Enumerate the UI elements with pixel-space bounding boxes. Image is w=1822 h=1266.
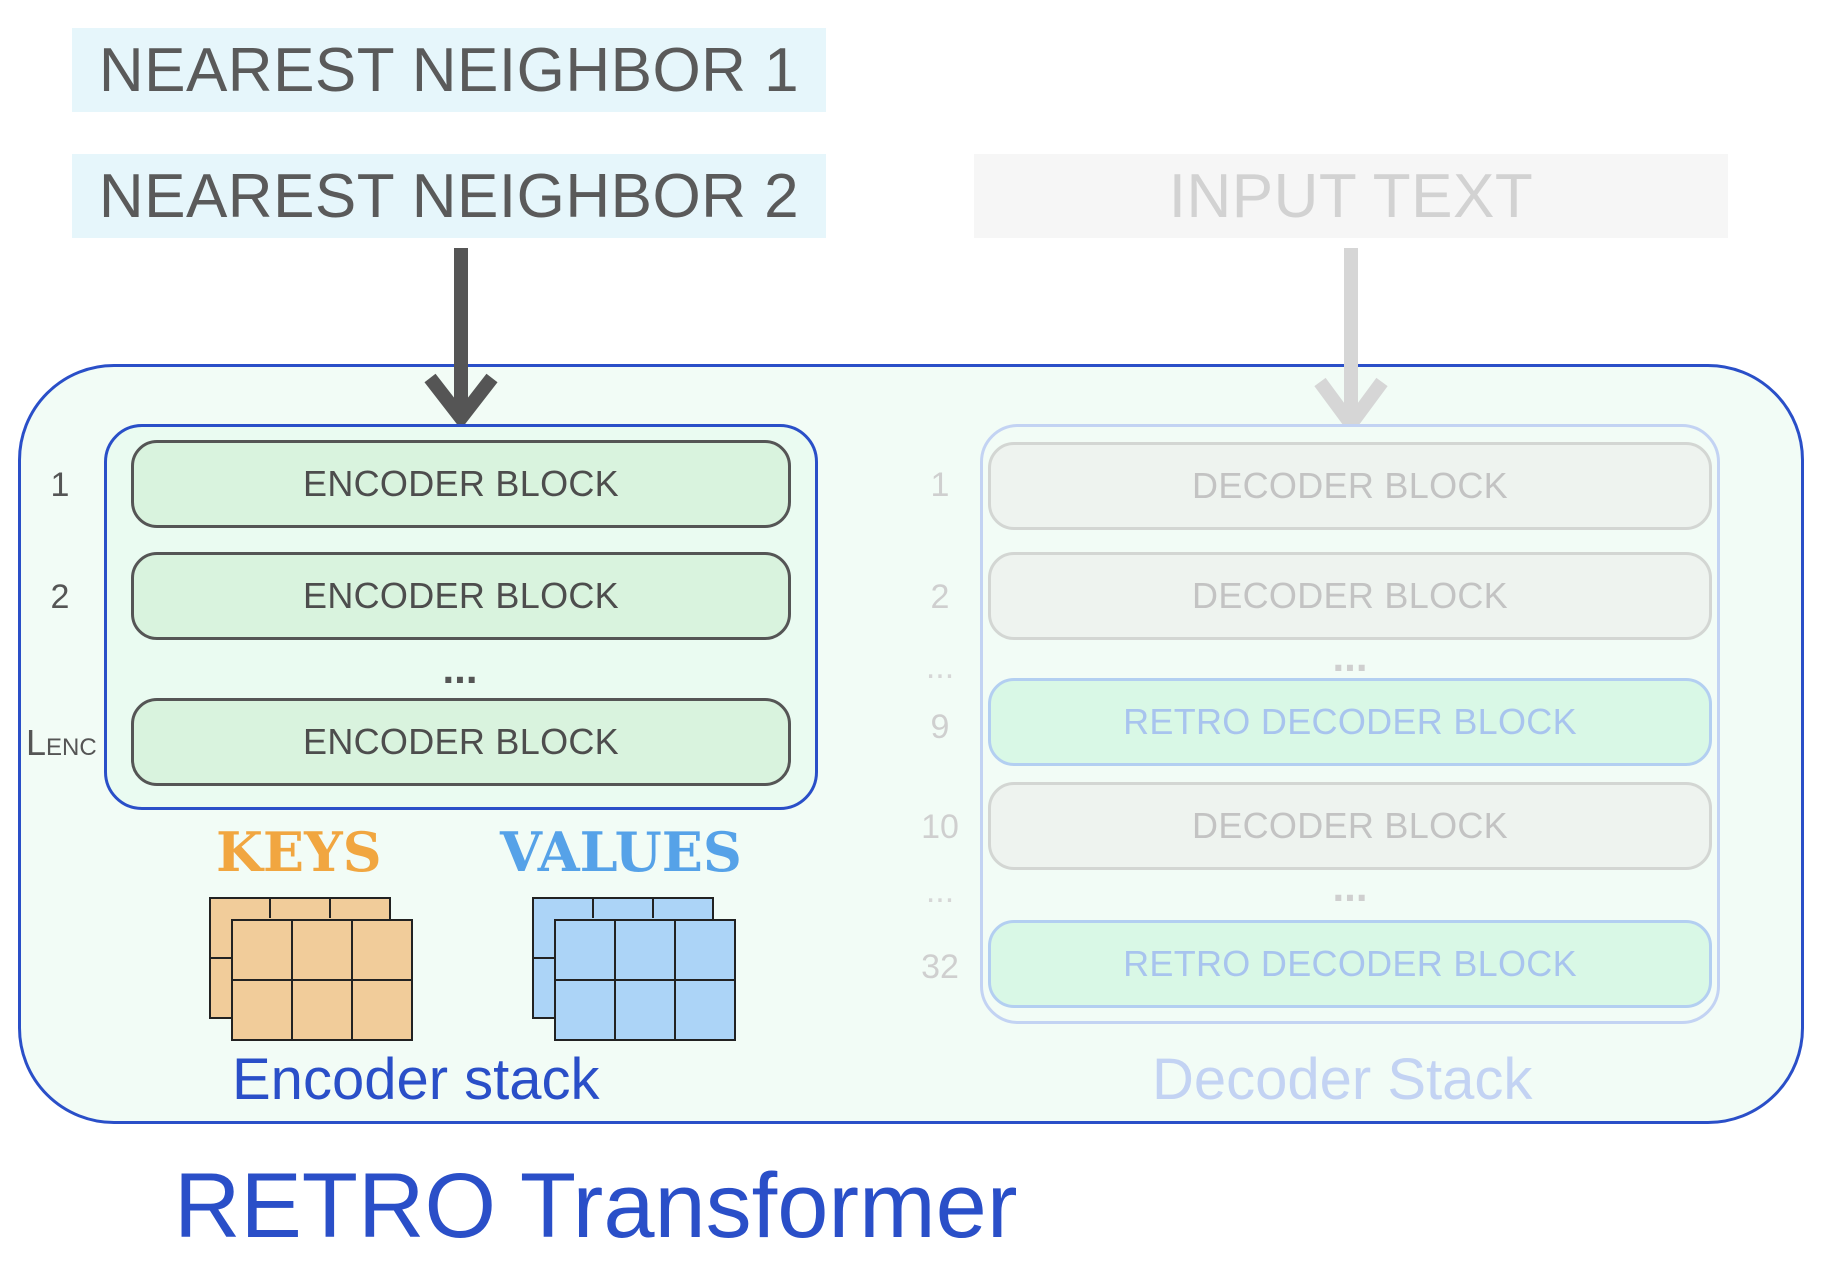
nearest-neighbor-2-label: NEAREST NEIGHBOR 2	[98, 161, 800, 231]
retro-decoder-block-9: RETRO DECODER BLOCK	[988, 678, 1712, 766]
decoder-number-ellipsis-2: ...	[925, 872, 955, 910]
input-text-label: INPUT TEXT	[1168, 161, 1534, 231]
encoder-block-2: ENCODER BLOCK	[131, 552, 791, 640]
values-label: VALUES	[500, 820, 742, 884]
decoder-stack-label: Decoder Stack	[1152, 1047, 1533, 1112]
nearest-neighbor-1-box: NEAREST NEIGHBOR 1	[72, 28, 826, 112]
encoder-block-label: ENCODER BLOCK	[303, 463, 619, 504]
encoder-block-label: ENCODER BLOCK	[303, 721, 619, 762]
decoder-block-1: DECODER BLOCK	[988, 442, 1712, 530]
decoder-ellipsis-1: ...	[1332, 633, 1368, 680]
decoder-block-label: DECODER BLOCK	[1192, 575, 1508, 616]
encoder-block-label: ENCODER BLOCK	[303, 575, 619, 616]
encoder-ellipsis: ...	[442, 645, 478, 692]
decoder-block-2: DECODER BLOCK	[988, 552, 1712, 640]
decoder-layer-number-2: 2	[930, 578, 950, 616]
encoder-layer-number-1: 1	[50, 466, 70, 504]
decoder-layer-number-9: 9	[930, 708, 950, 746]
lenc-subscript: ENC	[46, 734, 97, 761]
keys-label: KEYS	[216, 820, 382, 884]
encoder-block-1: ENCODER BLOCK	[131, 440, 791, 528]
decoder-block-10: DECODER BLOCK	[988, 782, 1712, 870]
retro-decoder-block-32: RETRO DECODER BLOCK	[988, 920, 1712, 1008]
decoder-number-ellipsis-1: ...	[925, 648, 955, 686]
retro-decoder-block-label: RETRO DECODER BLOCK	[1123, 701, 1577, 742]
encoder-layer-number-lenc: LENC	[26, 722, 97, 764]
decoder-layer-number-10: 10	[921, 808, 959, 846]
encoder-block-lenc: ENCODER BLOCK	[131, 698, 791, 786]
encoder-layer-number-2: 2	[50, 578, 70, 616]
encoder-stack-label: Encoder stack	[232, 1047, 600, 1112]
diagram-title: RETRO Transformer	[174, 1155, 1018, 1257]
nearest-neighbor-2-box: NEAREST NEIGHBOR 2	[72, 154, 826, 238]
decoder-layer-number-1: 1	[930, 466, 950, 504]
input-text-box: INPUT TEXT	[974, 154, 1728, 238]
decoder-ellipsis-2: ...	[1332, 863, 1368, 910]
retro-decoder-block-label: RETRO DECODER BLOCK	[1123, 943, 1577, 984]
decoder-block-label: DECODER BLOCK	[1192, 465, 1508, 506]
decoder-layer-number-32: 32	[921, 948, 959, 986]
lenc-main: L	[26, 722, 47, 763]
decoder-block-label: DECODER BLOCK	[1192, 805, 1508, 846]
nearest-neighbor-1-label: NEAREST NEIGHBOR 1	[98, 35, 800, 105]
